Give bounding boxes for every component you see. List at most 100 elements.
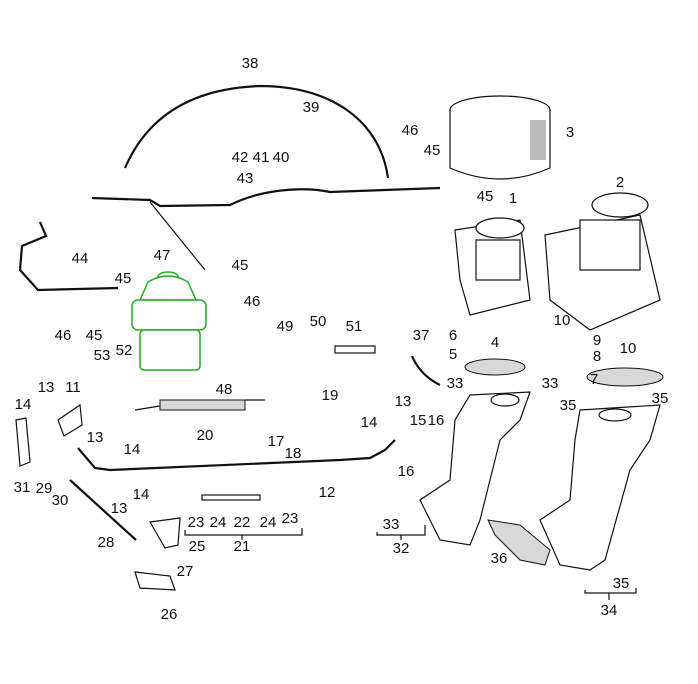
spring-20: [134, 399, 265, 411]
air-filter: [449, 95, 551, 180]
rod-12: [77, 439, 396, 472]
callout[interactable]: 16: [428, 412, 445, 429]
callout[interactable]: 36: [491, 550, 508, 567]
lever-25: [149, 517, 181, 549]
rod-28: [69, 479, 137, 541]
callout[interactable]: 32: [393, 540, 410, 557]
callout[interactable]: 24: [210, 514, 227, 531]
callout[interactable]: 20: [197, 427, 214, 444]
carburetor-1: [454, 217, 531, 316]
gasket-4: [464, 358, 526, 376]
callout[interactable]: 44: [72, 250, 89, 267]
callout[interactable]: 45: [115, 270, 132, 287]
callout[interactable]: 2: [616, 174, 624, 191]
callout[interactable]: 13: [111, 500, 128, 517]
callout[interactable]: 14: [15, 396, 32, 413]
fuel-line-38: [123, 84, 390, 179]
bracket-21: [184, 528, 303, 540]
callout[interactable]: 51: [346, 318, 363, 335]
intake-manifold-34: [539, 404, 661, 571]
callout[interactable]: 48: [216, 381, 233, 398]
callout[interactable]: 43: [237, 170, 254, 187]
callout[interactable]: 22: [234, 514, 251, 531]
callout[interactable]: 14: [361, 414, 378, 431]
callout[interactable]: 37: [413, 327, 430, 344]
callout[interactable]: 50: [310, 313, 327, 330]
callout[interactable]: 3: [566, 124, 574, 141]
bracket-32: [376, 525, 426, 540]
callout[interactable]: 6: [449, 327, 457, 344]
callout[interactable]: 29: [36, 480, 53, 497]
callout[interactable]: 33: [447, 375, 464, 392]
callout[interactable]: 9: [593, 332, 601, 349]
callout[interactable]: 24: [260, 514, 277, 531]
callout[interactable]: 13: [395, 393, 412, 410]
callout[interactable]: 40: [273, 149, 290, 166]
rod-22: [201, 494, 261, 501]
callout[interactable]: 17: [268, 433, 285, 450]
callout[interactable]: 21: [234, 538, 251, 555]
bracket-34: [584, 588, 637, 600]
callout[interactable]: 5: [449, 346, 457, 363]
callout[interactable]: 33: [383, 516, 400, 533]
callout[interactable]: 35: [560, 397, 577, 414]
callout[interactable]: 45: [424, 142, 441, 159]
callout[interactable]: 7: [590, 371, 598, 388]
callout[interactable]: 25: [189, 538, 206, 555]
callout[interactable]: 42: [232, 149, 249, 166]
callout[interactable]: 27: [177, 563, 194, 580]
gasket-7: [586, 367, 664, 387]
callout[interactable]: 18: [285, 445, 302, 462]
callout[interactable]: 13: [87, 429, 104, 446]
callout[interactable]: 19: [322, 387, 339, 404]
callout[interactable]: 45: [232, 257, 249, 274]
hose-37: [410, 355, 441, 386]
spring-coil: [159, 399, 246, 411]
callout[interactable]: 28: [98, 534, 115, 551]
callout[interactable]: 16: [398, 463, 415, 480]
fuel-line-44: [18, 221, 119, 292]
callout[interactable]: 52: [116, 342, 133, 359]
callout[interactable]: 23: [282, 510, 299, 527]
callout[interactable]: 1: [509, 190, 517, 207]
callout[interactable]: 45: [477, 188, 494, 205]
callout[interactable]: 46: [244, 293, 261, 310]
fuel-pump: [131, 271, 207, 371]
callout[interactable]: 41: [253, 149, 270, 166]
callout[interactable]: 13: [38, 379, 55, 396]
callout[interactable]: 46: [402, 122, 419, 139]
callout[interactable]: 26: [161, 606, 178, 623]
callout[interactable]: 10: [554, 312, 571, 329]
callout[interactable]: 14: [124, 441, 141, 458]
callout[interactable]: 10: [620, 340, 637, 357]
callout[interactable]: 34: [601, 602, 618, 619]
callout[interactable]: 14: [133, 486, 150, 503]
callout[interactable]: 15: [410, 412, 427, 429]
fuel-line-43: [91, 186, 441, 208]
callout[interactable]: 39: [303, 99, 320, 116]
callout[interactable]: 12: [319, 484, 336, 501]
callout[interactable]: 38: [242, 55, 259, 72]
callout[interactable]: 47: [154, 247, 171, 264]
callout[interactable]: 49: [277, 318, 294, 335]
callout[interactable]: 30: [52, 492, 69, 509]
callout[interactable]: 33: [542, 375, 559, 392]
callout[interactable]: 46: [55, 327, 72, 344]
callout[interactable]: 8: [593, 348, 601, 365]
callout[interactable]: 31: [14, 479, 31, 496]
intake-manifold-32: [419, 391, 531, 546]
callout[interactable]: 35: [652, 390, 669, 407]
callout[interactable]: 4: [491, 334, 499, 351]
callout[interactable]: 53: [94, 347, 111, 364]
callout-labels: 38 39 42 41 40 46 45 3 43 45 1 2 44 47 4…: [14, 55, 669, 623]
callout[interactable]: 35: [613, 575, 630, 592]
callout[interactable]: 23: [188, 514, 205, 531]
carburetor-2: [544, 192, 661, 331]
callout[interactable]: 45: [86, 327, 103, 344]
lever-11: [57, 403, 83, 437]
callout[interactable]: 11: [65, 379, 81, 396]
rod-51: [334, 345, 376, 354]
fuel-line-branch: [149, 201, 206, 271]
